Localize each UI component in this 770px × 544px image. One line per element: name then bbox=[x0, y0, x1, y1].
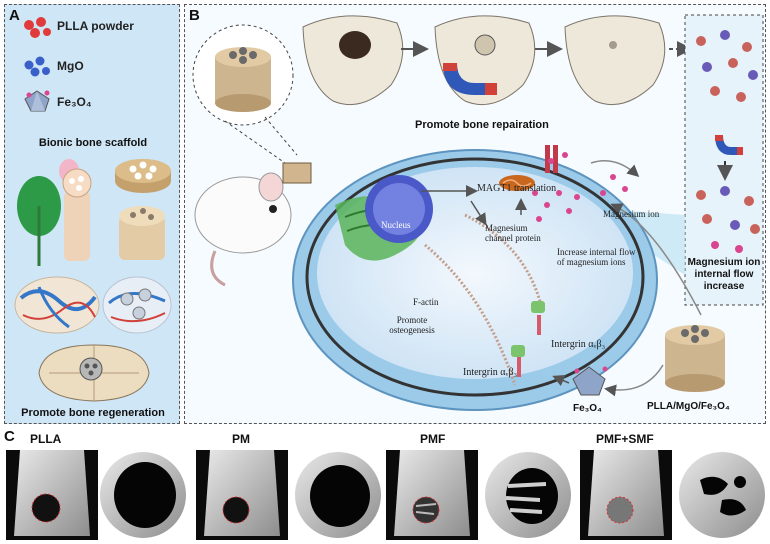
micro-ct-images bbox=[6, 450, 765, 540]
ct-closeup-pm bbox=[295, 452, 381, 538]
legend-label-mgo: MgO bbox=[57, 59, 84, 73]
scaffold-disc-icon bbox=[115, 159, 171, 193]
ct-closeup-plla bbox=[100, 452, 186, 538]
scaffold-column-icon bbox=[119, 206, 165, 260]
group-label-pmf-smf: PMF+SMF bbox=[596, 432, 654, 446]
osteogenesis-label: Promote osteogenesis bbox=[389, 315, 435, 335]
flow-box-label: Magnesium ion internal flow increase bbox=[687, 257, 761, 292]
integrin-icon bbox=[511, 301, 545, 377]
mgo-icon bbox=[24, 56, 50, 77]
mouse-icon bbox=[194, 162, 312, 287]
bone-tissue-network bbox=[14, 276, 172, 334]
cell-illustration bbox=[292, 145, 658, 411]
panel-b: B bbox=[184, 4, 766, 424]
legend-icons bbox=[24, 17, 51, 112]
magnesium-ion-dots bbox=[532, 152, 628, 222]
group-label-pmf: PMF bbox=[420, 432, 446, 446]
ct-closeup-pmf bbox=[485, 452, 571, 538]
magt1-label: MAGT1 translation bbox=[477, 183, 557, 194]
repair-title: Promote bone repairation bbox=[415, 119, 549, 131]
ct-closeup-pmf-smf bbox=[679, 452, 765, 538]
legend-label-plla: PLLA powder bbox=[57, 19, 134, 33]
group-label-plla: PLLA bbox=[30, 432, 62, 446]
ct-skull-pmf-smf bbox=[580, 450, 672, 540]
ct-skull-pmf bbox=[386, 450, 478, 540]
plla-powder-icon bbox=[24, 17, 51, 38]
magnet-small-icon bbox=[715, 135, 743, 155]
increase-flow-label: Increase internal flow of magnesium ions bbox=[557, 247, 636, 267]
magnesium-channel-icon bbox=[545, 145, 558, 173]
ct-skull-pm bbox=[196, 450, 288, 540]
scaffold-label: PLLA/MgO/Fe₃O₄ bbox=[647, 401, 730, 412]
nucleus-icon bbox=[365, 175, 433, 243]
f-actin-label: F-actin bbox=[413, 297, 439, 307]
scaffold-title: Bionic bone scaffold bbox=[38, 137, 148, 149]
panel-a-letter: A bbox=[9, 7, 20, 24]
lotus-root-icon bbox=[62, 168, 92, 261]
scaffold-plla-mgo-fe3o4-icon bbox=[665, 325, 725, 392]
mg-particles-top bbox=[696, 30, 758, 102]
magnesium-ion-label: Magnesium ion bbox=[603, 209, 660, 219]
panel-a: A PLLA powder MgO Fe₃O₄ Bionic bone scaf… bbox=[4, 4, 180, 424]
bottom-title: Promote bone regeneration bbox=[21, 407, 165, 419]
panel-c-letter: C bbox=[4, 428, 15, 445]
panel-b-letter: B bbox=[189, 7, 200, 24]
legend-label-fe3o4: Fe₃O₄ bbox=[57, 95, 92, 109]
integrin-label-2: Intergrin αᵥβ₃ bbox=[463, 367, 518, 378]
skull-defect-icon bbox=[302, 15, 404, 106]
magnesium-flow-box bbox=[684, 14, 764, 306]
fe3o4-crystal-icon bbox=[572, 366, 608, 396]
channel-protein-label: Magnesium channel protein bbox=[485, 223, 541, 243]
nucleus-label: Nucleus bbox=[381, 220, 411, 230]
skull-magnet-icon bbox=[434, 15, 536, 106]
skull-healed-icon bbox=[564, 15, 666, 106]
fe3o4-icon bbox=[24, 90, 50, 112]
mitochondria-icon bbox=[499, 175, 535, 191]
scaffold-zoom-circle bbox=[192, 24, 298, 164]
f-actin-fibers bbox=[424, 213, 543, 386]
mechanism-diagram bbox=[192, 14, 764, 411]
group-label-pm: PM bbox=[232, 432, 250, 446]
mg-particles-bottom bbox=[696, 186, 760, 253]
fe3o4-label: Fe₃O₄ bbox=[573, 403, 602, 414]
ct-skull-plla bbox=[6, 450, 98, 540]
bionic-scaffold-illustration bbox=[17, 159, 171, 266]
integrin-label-1: Intergrin αᵥβ₃ bbox=[551, 339, 606, 350]
rat-skull-top-view bbox=[38, 344, 150, 402]
